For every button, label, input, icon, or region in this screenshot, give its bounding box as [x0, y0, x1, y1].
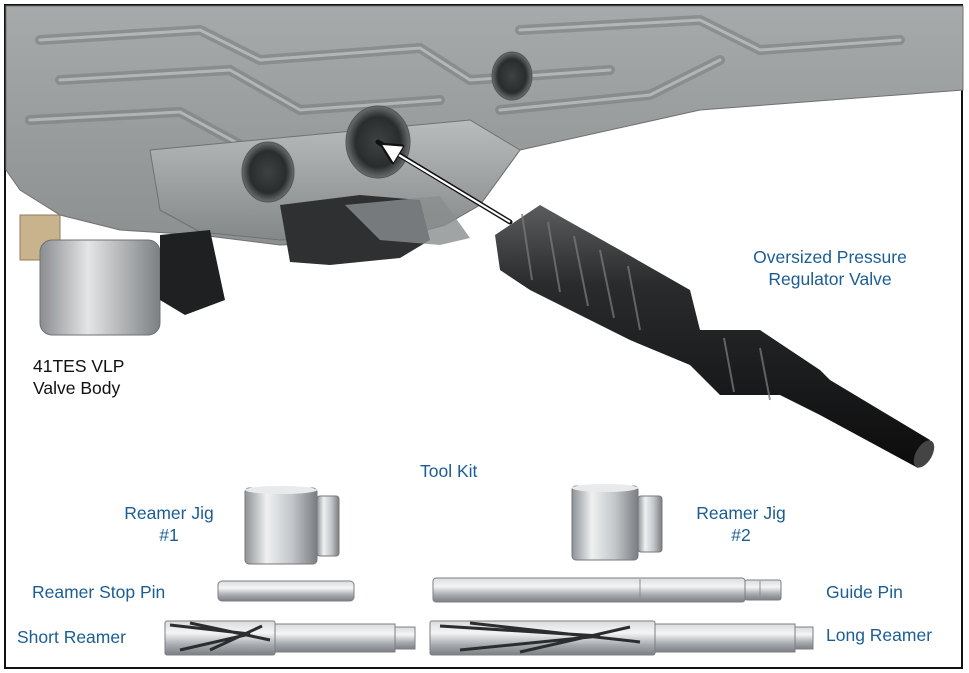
- reamer-jig-1-label-line2: #1: [159, 525, 179, 545]
- valve-label: Oversized Pressure Regulator Valve: [735, 246, 925, 290]
- long-reamer: [429, 620, 814, 656]
- reamer-jig-1: [244, 486, 340, 565]
- valve-body-label: 41TES VLP Valve Body: [33, 355, 124, 399]
- reamer-jig-2-label-line1: Reamer Jig: [696, 503, 786, 523]
- bore-upper: [491, 51, 533, 101]
- bore-small: [241, 141, 295, 203]
- valve-label-line1: Oversized Pressure: [753, 247, 907, 267]
- valve-label-line2: Regulator Valve: [768, 269, 892, 289]
- reamer-stop-pin: [217, 580, 355, 602]
- guide-pin-label: Guide Pin: [826, 582, 903, 602]
- reamer-jig-2: [571, 484, 663, 561]
- pressure-regulator-valve: [495, 205, 935, 468]
- valve-body-label-line1: 41TES VLP: [33, 356, 125, 376]
- figure-frame: [4, 4, 963, 669]
- valve-body-casting: [5, 5, 964, 336]
- tool-kit-title: Tool Kit: [420, 461, 478, 481]
- short-reamer-label: Short Reamer: [17, 627, 126, 647]
- reamer-jig-1-label: Reamer Jig #1: [108, 502, 230, 546]
- reamer-jig-1-label-line1: Reamer Jig: [124, 503, 214, 523]
- long-reamer-label: Long Reamer: [826, 625, 933, 645]
- valve-body-label-line2: Valve Body: [33, 378, 121, 398]
- guide-pin: [432, 577, 782, 603]
- short-reamer: [164, 620, 416, 656]
- reamer-jig-2-label-line2: #2: [731, 525, 751, 545]
- reamer-jig-2-label: Reamer Jig #2: [682, 502, 800, 546]
- reamer-stop-pin-label: Reamer Stop Pin: [32, 582, 166, 602]
